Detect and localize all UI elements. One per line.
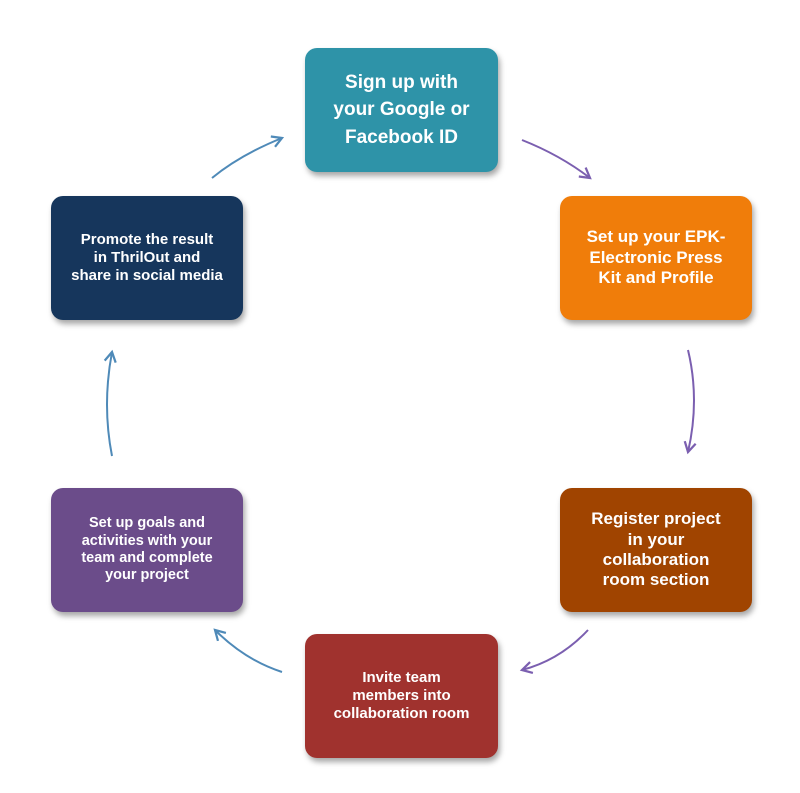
step-register-project-label: Register project in your collaboration r…: [591, 509, 721, 590]
step-promote-result-label: Promote the result in ThrilOut and share…: [71, 231, 223, 284]
step-setup-epk-label: Set up your EPK- Electronic Press Kit an…: [586, 227, 726, 288]
arrow-step2-to-step3: [683, 349, 697, 455]
arrow-step5-to-step6: [103, 349, 117, 457]
step-promote-result: Promote the result in ThrilOut and share…: [51, 196, 243, 320]
step-invite-team-label: Invite team members into collaboration r…: [333, 669, 470, 722]
arrow-step1-to-step2: [521, 139, 592, 180]
arrow-step3-to-step4: [519, 629, 589, 675]
step-setup-epk: Set up your EPK- Electronic Press Kit an…: [560, 196, 752, 320]
step-register-project: Register project in your collaboration r…: [560, 488, 752, 612]
step-set-goals: Set up goals and activities with your te…: [51, 488, 243, 612]
step-set-goals-label: Set up goals and activities with your te…: [81, 515, 213, 584]
step-sign-up-label: Sign up with your Google or Facebook ID: [333, 71, 470, 148]
step-invite-team: Invite team members into collaboration r…: [305, 634, 498, 758]
arrow-step6-to-step1: [211, 135, 285, 179]
arrow-step4-to-step5: [213, 628, 283, 673]
step-sign-up: Sign up with your Google or Facebook ID: [305, 48, 498, 172]
